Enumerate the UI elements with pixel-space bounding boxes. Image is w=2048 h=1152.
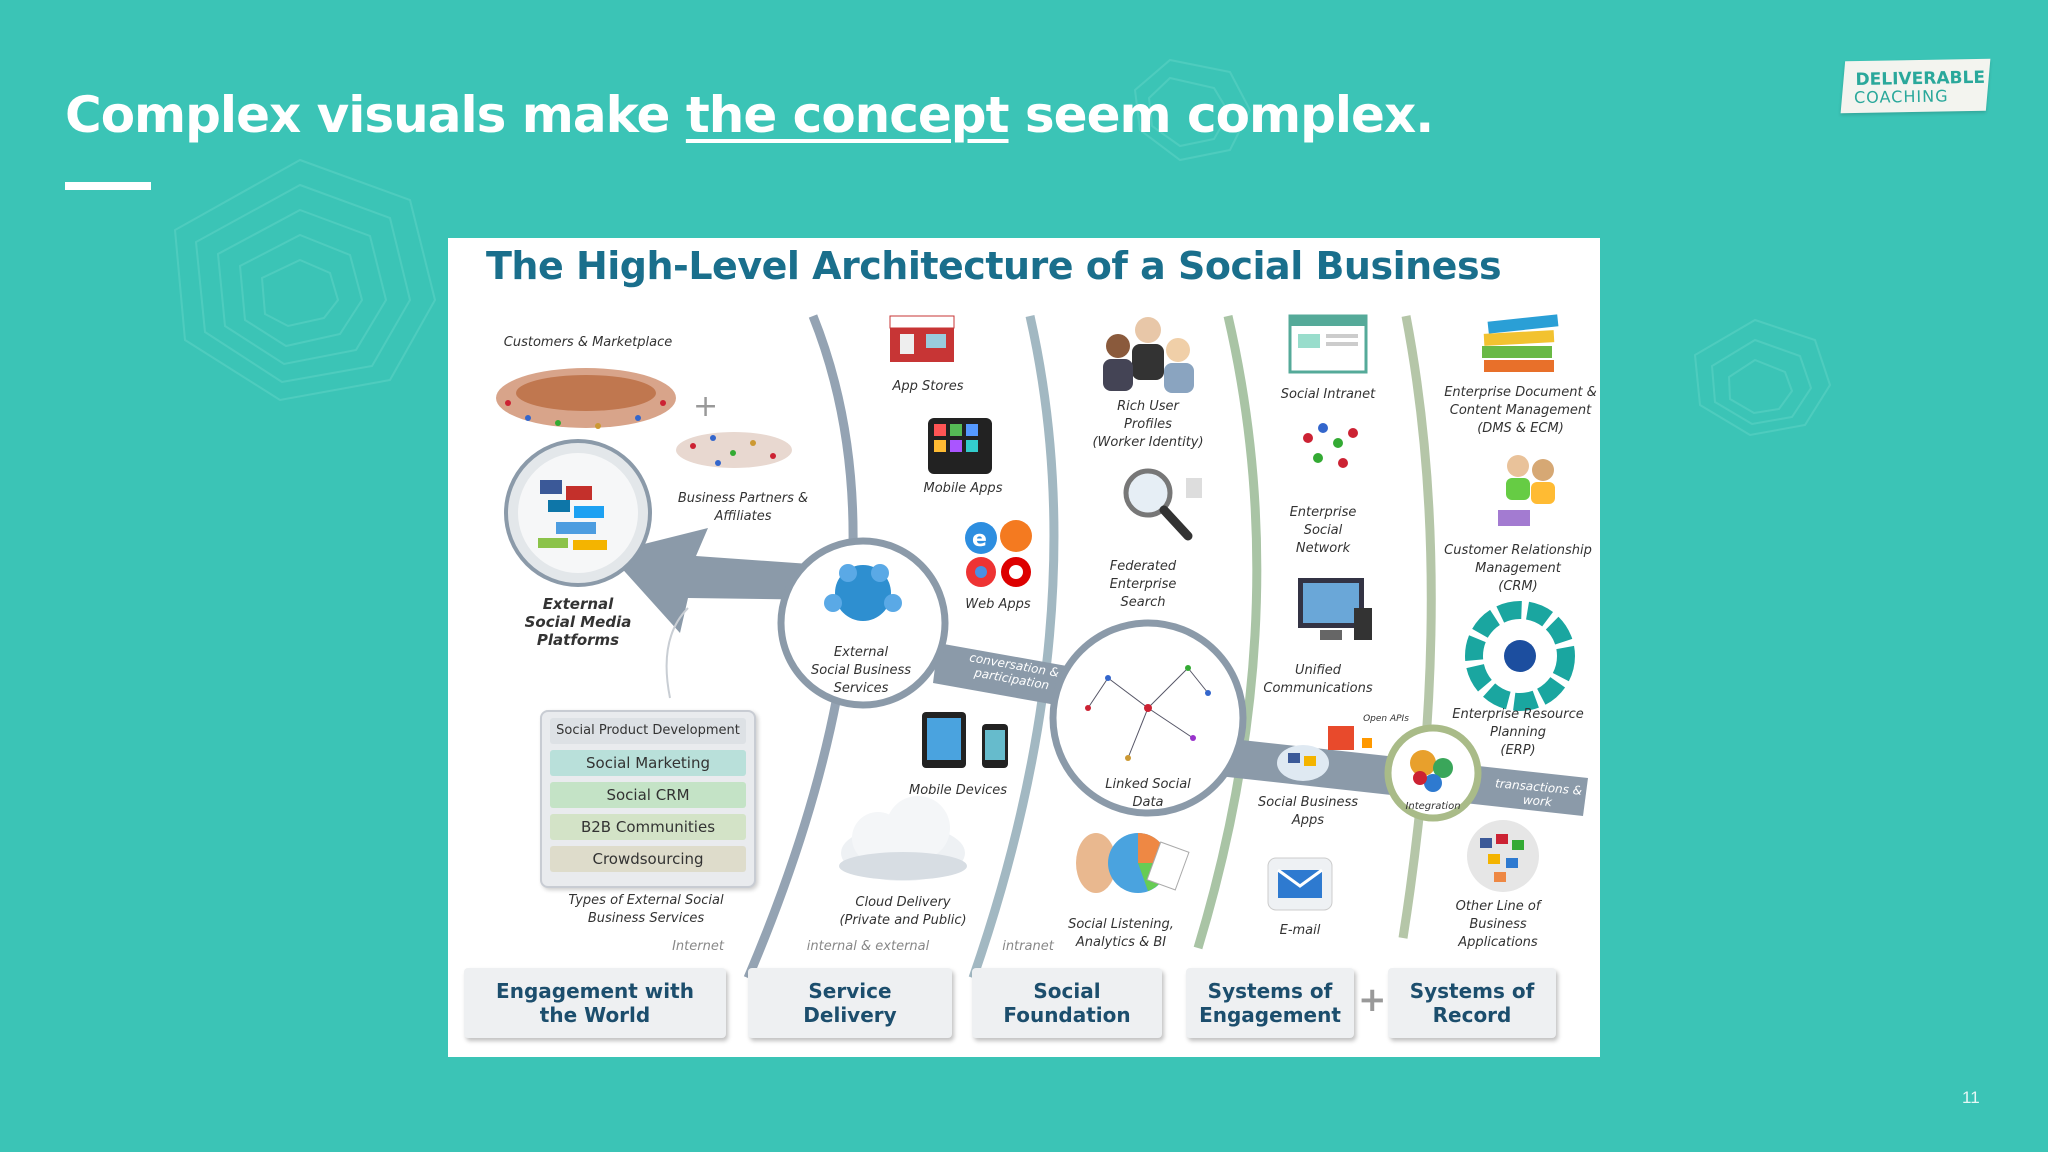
app-store-icon <box>889 315 955 362</box>
lob-globe-icon <box>1467 820 1539 892</box>
label-open-apis: Open APIs <box>1363 714 1409 724</box>
email-icon <box>1267 857 1333 911</box>
title-underlined-text: the concept <box>685 86 1010 144</box>
label-social-apps: Social Business Apps <box>1257 795 1358 828</box>
arrow-thin <box>665 607 689 699</box>
title-text: Complex visuals make <box>65 86 686 144</box>
linked-data-network <box>1049 619 1247 817</box>
social-apps-icon <box>1277 726 1372 781</box>
architecture-diagram: + <box>448 238 1600 1057</box>
page-number: 11 <box>1962 1088 1980 1107</box>
label-email: E-mail <box>1279 923 1321 938</box>
column-service-delivery: Service Delivery <box>748 968 952 1038</box>
slide-title: Complex visuals make the concept seem co… <box>65 86 1434 144</box>
crowd-icon <box>496 368 676 429</box>
band-transactions <box>1173 733 1588 816</box>
band-conversation <box>933 643 1078 708</box>
label-partners: Business Partners & Affiliates <box>677 491 809 524</box>
column-systems-record: Systems of Record <box>1388 968 1556 1038</box>
label-ext-services: External Social Business Services <box>810 645 911 696</box>
service-item: B2B Communities <box>550 814 746 840</box>
label-federated: Federated Enterprise Search <box>1109 559 1177 610</box>
erp-ring-icon <box>1465 601 1575 711</box>
label-crm: Customer Relationship Management (CRM) <box>1444 543 1592 594</box>
svg-text:e: e <box>972 527 987 552</box>
search-icon <box>1123 468 1202 541</box>
arc-record <box>1398 315 1436 939</box>
plus-icon: + <box>1358 980 1387 1020</box>
column-social-foundation: Social Foundation <box>972 968 1162 1038</box>
service-item: Crowdsourcing <box>550 846 746 872</box>
label-integration: Integration <box>1405 801 1461 812</box>
social-network-icon <box>1303 423 1358 468</box>
label-rich-user: Rich User Profiles (Worker Identity) <box>1092 399 1204 450</box>
label-mobile-devices: Mobile Devices <box>908 783 1007 798</box>
service-item: Social Marketing <box>550 750 746 776</box>
browsers-icon: e <box>965 520 1032 587</box>
label-ent-doc: Enterprise Document & Content Management… <box>1444 385 1597 436</box>
logo-line-2: COACHING <box>1853 86 1949 108</box>
label-internet: Internet <box>672 939 724 954</box>
documents-icon <box>1482 314 1559 372</box>
diagram-title: The High-Level Architecture of a Social … <box>486 244 1502 288</box>
column-systems-engagement: Systems of Engagement <box>1186 968 1354 1038</box>
label-mobile-apps: Mobile Apps <box>923 481 1003 496</box>
label-app-stores: App Stores <box>892 379 964 394</box>
label-linked: Linked Social Data <box>1105 777 1191 810</box>
column-engagement-world: Engagement with the World <box>464 968 726 1038</box>
service-item: Social Product Development <box>550 718 746 744</box>
label-customers: Customers & Marketplace <box>503 335 673 350</box>
social-intranet-icon <box>1288 314 1368 374</box>
plus-icon: + <box>693 389 718 424</box>
label-web-apps: Web Apps <box>965 597 1031 612</box>
arrow-left <box>608 528 838 633</box>
integration-gears-icon <box>1384 724 1482 822</box>
diagram-graphics: + <box>496 314 1588 980</box>
label-erp: Enterprise Resource Planning (ERP) <box>1452 707 1584 758</box>
cloud-icon <box>839 796 967 881</box>
mobile-devices-icon <box>922 712 1008 768</box>
mobile-apps-icon <box>928 418 992 474</box>
brand-logo: DELIVERABLE COACHING <box>1840 58 1991 114</box>
arc-intranet <box>1193 314 1262 950</box>
label-unified: Unified Communications <box>1263 663 1373 696</box>
label-types: Types of External Social Business Servic… <box>568 893 724 926</box>
crm-icon <box>1498 455 1555 526</box>
service-item: Social CRM <box>550 782 746 808</box>
label-internal-external: internal & external <box>806 939 930 954</box>
label-cloud: Cloud Delivery (Private and Public) <box>839 895 967 928</box>
services-stack: Social Product Development Social Market… <box>540 710 756 888</box>
label-external-social: External Social Media Platforms <box>524 595 632 649</box>
label-listening: Social Listening, Analytics & BI <box>1068 917 1174 950</box>
people-icon <box>1103 317 1194 393</box>
arc-internal-external <box>968 315 1059 980</box>
partners-crowd-icon <box>676 432 792 468</box>
ext-services-globe <box>777 537 949 709</box>
label-intranet: intranet <box>1002 939 1054 954</box>
label-other-lob: Other Line of Business Applications <box>1455 899 1541 950</box>
label-social-intranet: Social Intranet <box>1280 387 1376 402</box>
title-text-end: seem complex. <box>1008 86 1434 144</box>
computer-phone-icon <box>1298 578 1372 640</box>
social-platforms-icon <box>504 439 652 587</box>
label-ent-social: Enterprise Social Network <box>1289 505 1357 556</box>
analytics-ear-icon <box>1076 833 1190 893</box>
title-underline-rule <box>65 182 151 190</box>
